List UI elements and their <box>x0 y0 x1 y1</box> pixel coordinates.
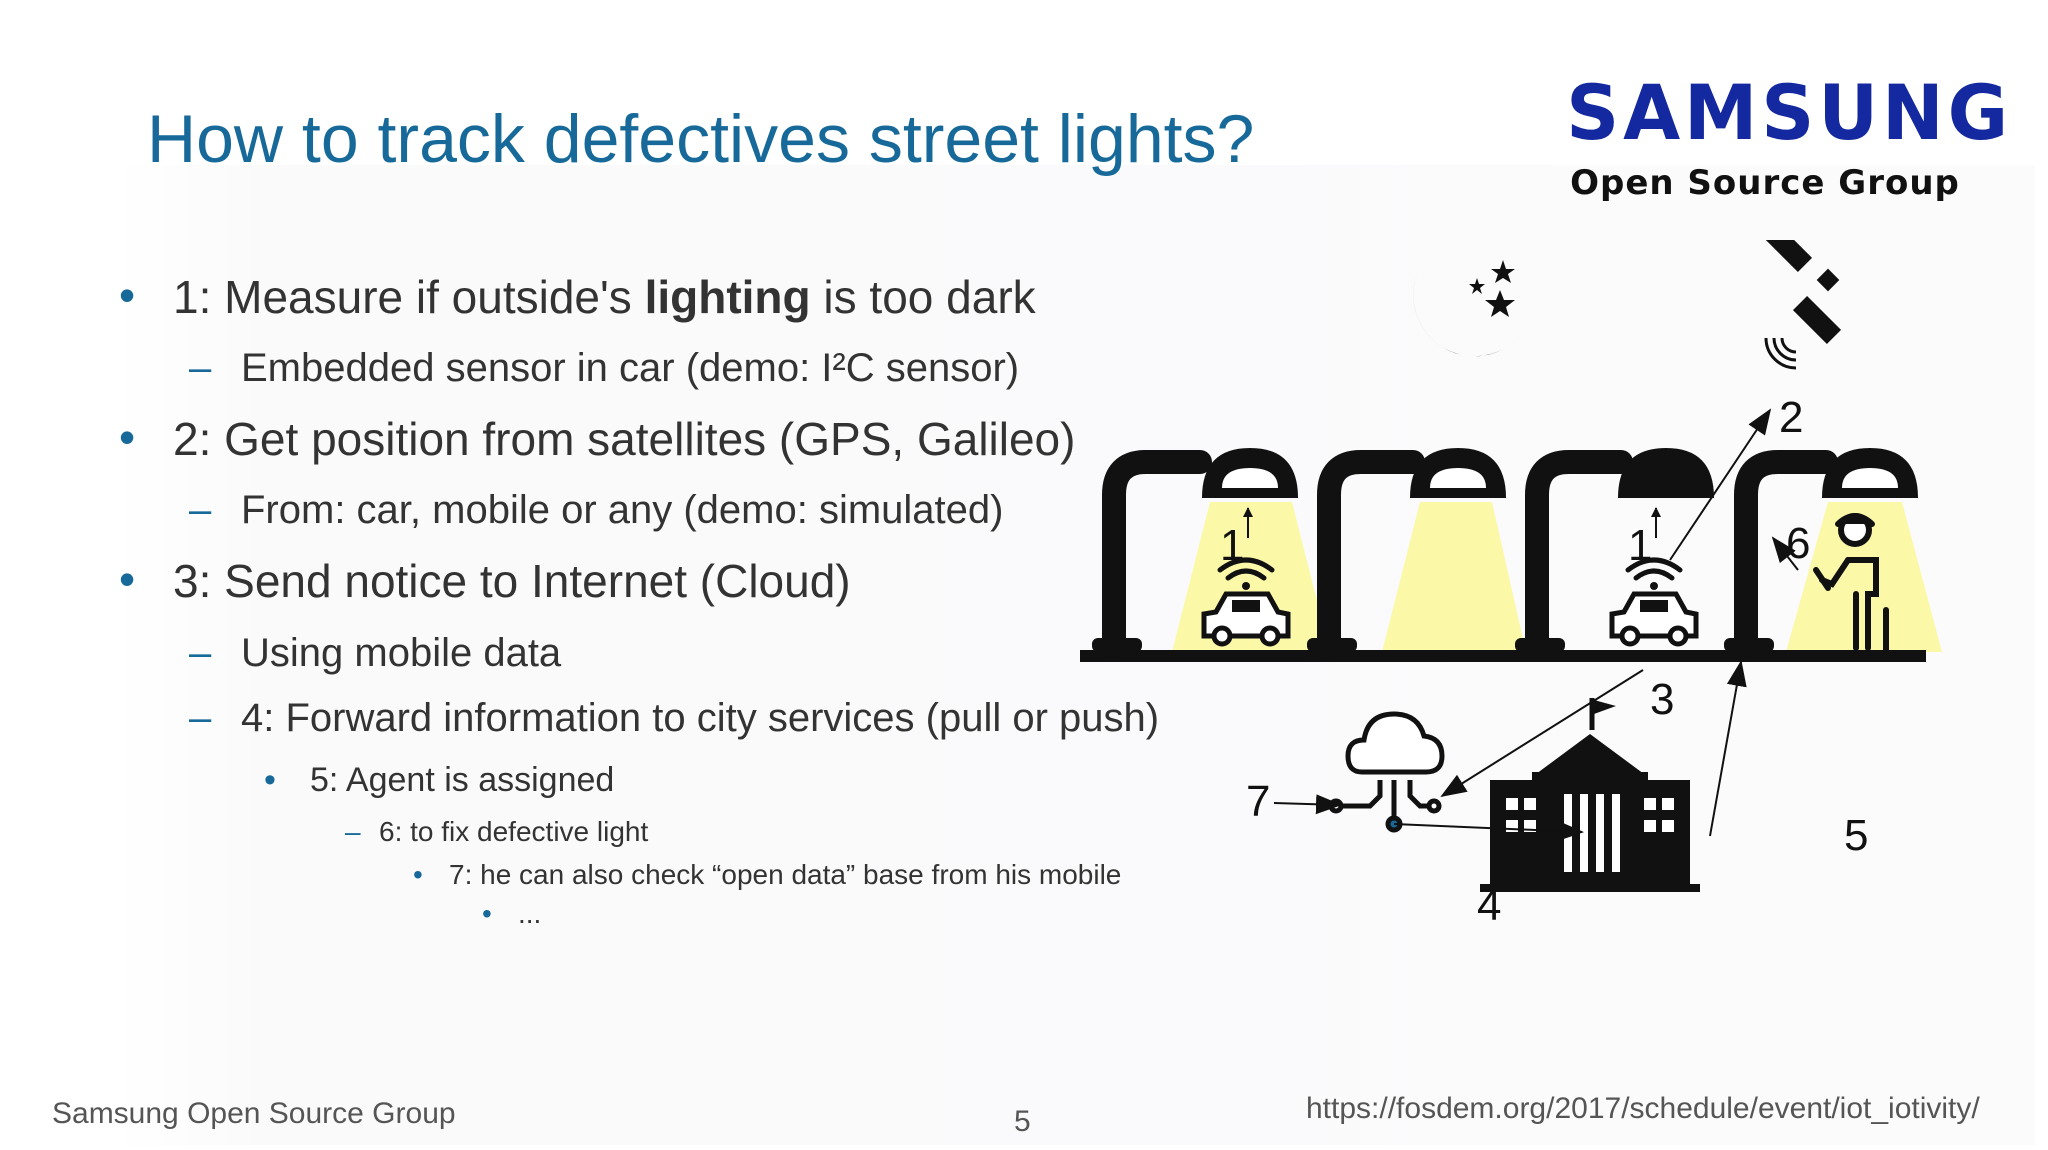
street-light-diagram: 1 1 2 3 4 5 6 7 <box>1080 240 1942 930</box>
bullet-text: 5: Agent is assigned <box>310 761 615 799</box>
bullet-marker: • <box>482 898 492 929</box>
car-icon <box>1609 591 1699 647</box>
page-number: 5 <box>1014 1105 1031 1138</box>
car-icon <box>1201 591 1291 647</box>
light-cone <box>1786 502 1942 652</box>
logo-brand: SAMSUNG <box>1566 68 2012 157</box>
flow-arrows <box>1243 408 1799 841</box>
light-cone <box>1382 502 1526 652</box>
bullet-3: • 3: Send notice to Internet (Cloud) <box>119 553 851 608</box>
dash-marker: – <box>189 346 212 390</box>
footer-org: Samsung Open Source Group <box>52 1097 456 1130</box>
wifi-icon <box>1625 557 1683 590</box>
street-lamp-icon <box>1102 450 1838 657</box>
level5-bullet-1: • 7: he can also check “open data” base … <box>413 859 1121 891</box>
bullet-text: 2: Get position from satellites (GPS, Ga… <box>173 413 1076 465</box>
step-label-4: 4 <box>1477 881 1501 930</box>
wifi-icon <box>1217 557 1275 590</box>
dash-marker: – <box>345 816 361 847</box>
level4-bullet-1: – 6: to fix defective light <box>345 816 648 848</box>
bullet-marker: • <box>264 761 276 799</box>
city-hall-icon <box>1480 698 1700 892</box>
bullet-text: ... <box>518 898 542 929</box>
dash-marker: – <box>189 696 212 740</box>
cloud-icon <box>1328 711 1445 833</box>
bullet-marker: • <box>119 411 136 463</box>
bullet-1: • 1: Measure if outside's lighting is to… <box>119 269 1036 324</box>
lamp-heads <box>1202 448 1918 498</box>
level6-bullet-1: • ... <box>482 898 541 930</box>
dash-marker: – <box>189 631 212 675</box>
ground-line <box>1080 650 1926 662</box>
sub-bullet-1: – Embedded sensor in car (demo: I²C sens… <box>189 346 1019 391</box>
logo-subtitle: Open Source Group <box>1570 163 1960 203</box>
lamp-bases <box>1092 638 1774 652</box>
satellite-icon <box>1763 240 1842 370</box>
dash-marker: – <box>189 488 212 532</box>
bullet-text: Embedded sensor in car (demo: I²C sensor… <box>241 346 1020 390</box>
samsung-logo: SAMSUNG Open Source Group <box>1560 68 2012 204</box>
slide-title: How to track defectives street lights? <box>147 101 1255 177</box>
step-label-1: 1 <box>1220 521 1244 570</box>
step-label-1: 1 <box>1628 521 1652 570</box>
bullet-2: • 2: Get position from satellites (GPS, … <box>119 411 1076 466</box>
technician-icon <box>1813 513 1889 653</box>
bullet-text: 3: Send notice to Internet (Cloud) <box>173 555 851 607</box>
bullet-text-pre: 1: Measure if outside's <box>173 271 645 323</box>
sub-bullet-3: – Using mobile data <box>189 631 561 676</box>
bullet-text: 7: he can also check “open data” base fr… <box>449 859 1122 890</box>
bullet-marker: • <box>119 553 136 605</box>
step-label-6: 6 <box>1786 519 1810 568</box>
step-label-2: 2 <box>1779 393 1803 442</box>
bullet-marker: • <box>119 269 136 321</box>
bullet-text: From: car, mobile or any (demo: simulate… <box>241 488 1004 532</box>
step-label-3: 3 <box>1650 675 1674 724</box>
sub-bullet-4: – 4: Forward information to city service… <box>189 696 1159 741</box>
step-label-5: 5 <box>1844 811 1868 860</box>
bullet-text: 4: Forward information to city services … <box>241 696 1160 740</box>
bullet-text-bold: lighting <box>644 271 811 323</box>
bullet-text-post: is too dark <box>810 271 1036 323</box>
footer-url: https://fosdem.org/2017/schedule/event/i… <box>1306 1092 1980 1125</box>
sub-bullet-2: – From: car, mobile or any (demo: simula… <box>189 488 1003 533</box>
bullet-text: 6: to fix defective light <box>379 816 649 847</box>
bullet-text: Using mobile data <box>241 631 562 675</box>
bullet-marker: • <box>413 859 423 890</box>
step-label-7: 7 <box>1246 777 1270 826</box>
sub-sub-bullet-1: • 5: Agent is assigned <box>264 761 614 800</box>
moon-stars-icon <box>1413 259 1524 357</box>
bullet-text: 1: Measure if outside's lighting is too … <box>173 271 1036 323</box>
